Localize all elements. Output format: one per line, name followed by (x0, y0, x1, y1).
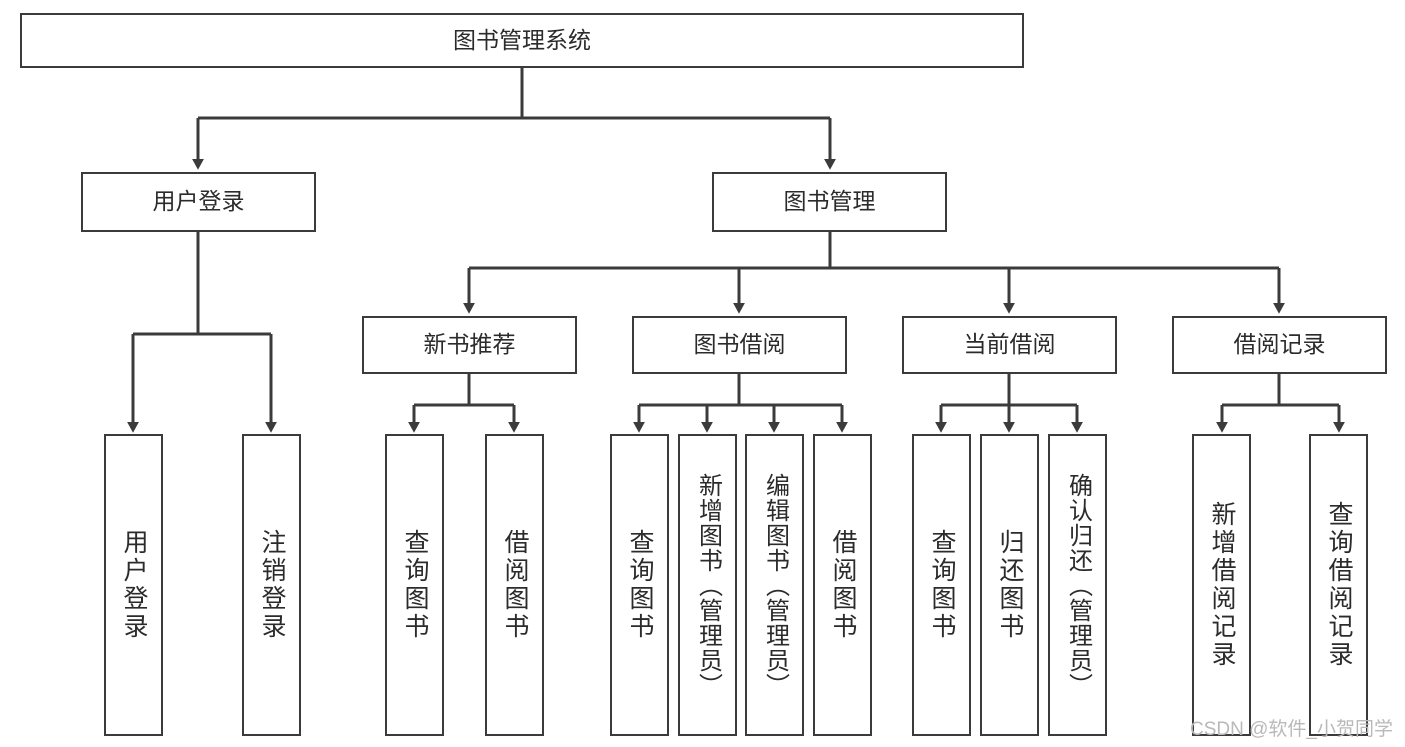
leaf-logout-login[interactable]: 注销登录 (242, 434, 301, 736)
node-label: 查询借阅记录 (1325, 501, 1353, 669)
leaf-current-query-book[interactable]: 查询图书 (912, 434, 971, 736)
csdn-watermark: CSDN @软件_小贺同学 (1190, 719, 1393, 740)
node-label: 编辑图书（管理员） (761, 472, 789, 698)
leaf-borrow-edit-book-admin[interactable]: 编辑图书（管理员） (745, 434, 804, 736)
node-label: 新书推荐 (423, 331, 516, 358)
node-label: 图书借阅 (693, 331, 786, 358)
leaf-rec-borrow-book[interactable]: 借阅图书 (485, 434, 544, 736)
leaf-current-return-book[interactable]: 归还图书 (980, 434, 1039, 736)
node-label: 新增借阅记录 (1208, 501, 1236, 669)
node-label: 归还图书 (996, 529, 1024, 641)
leaf-record-query-record[interactable]: 查询借阅记录 (1309, 434, 1368, 736)
node-label: 查询图书 (401, 529, 429, 641)
node-label: 新增图书（管理员） (694, 472, 722, 698)
node-label: 注销登录 (258, 529, 286, 641)
node-label: 用户登录 (152, 188, 245, 215)
node-label: 图书管理 (783, 188, 876, 215)
leaf-record-add-record[interactable]: 新增借阅记录 (1192, 434, 1251, 736)
node-label: 确认归还（管理员） (1064, 472, 1092, 698)
node-label: 用户登录 (120, 529, 148, 641)
leaf-borrow-query-book[interactable]: 查询图书 (610, 434, 669, 736)
leaf-current-confirm-return-admin[interactable]: 确认归还（管理员） (1048, 434, 1107, 736)
node-label: 查询图书 (928, 529, 956, 641)
node-book-management[interactable]: 图书管理 (712, 172, 947, 232)
node-user-login[interactable]: 用户登录 (81, 172, 316, 232)
node-label: 查询图书 (626, 529, 654, 641)
node-borrowing-record[interactable]: 借阅记录 (1172, 316, 1387, 374)
leaf-borrow-borrow-book[interactable]: 借阅图书 (813, 434, 872, 736)
leaf-borrow-add-book-admin[interactable]: 新增图书（管理员） (678, 434, 737, 736)
leaf-rec-query-book[interactable]: 查询图书 (385, 434, 444, 736)
node-label: 图书管理系统 (453, 26, 591, 53)
node-new-book-recommendation[interactable]: 新书推荐 (362, 316, 577, 374)
node-label: 借阅图书 (501, 529, 529, 641)
node-label: 借阅记录 (1233, 331, 1326, 358)
node-label: 当前借阅 (963, 331, 1056, 358)
leaf-user-login[interactable]: 用户登录 (104, 434, 163, 736)
node-current-borrowing[interactable]: 当前借阅 (902, 316, 1117, 374)
node-label: 借阅图书 (829, 529, 857, 641)
node-root-book-management-system[interactable]: 图书管理系统 (20, 13, 1024, 68)
node-book-borrowing[interactable]: 图书借阅 (632, 316, 847, 374)
